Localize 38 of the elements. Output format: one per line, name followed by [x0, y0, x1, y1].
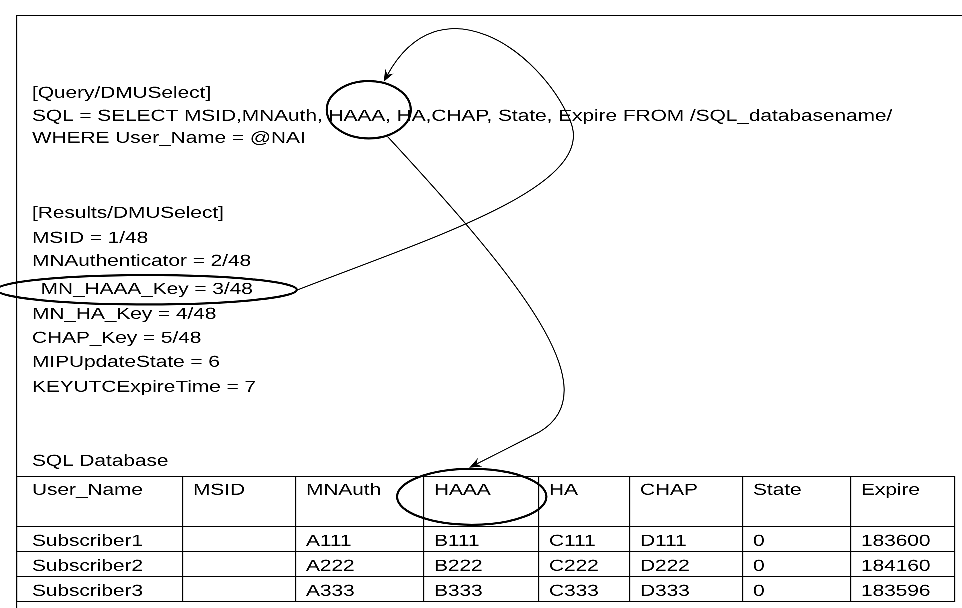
table-cell: D222: [642, 560, 689, 571]
table-cell: MNAuth: [308, 483, 380, 496]
table-cell: User_Name: [34, 484, 142, 498]
text-line: MSID = 1/48: [34, 231, 148, 244]
table-cell: 0: [754, 584, 764, 596]
text-line: KEYUTCExpireTime = 7: [34, 380, 256, 396]
table-cell: B333: [436, 584, 482, 596]
table-cell: C222: [550, 560, 598, 572]
table-cell: HAAA: [436, 484, 491, 495]
table-cell: A111: [306, 535, 351, 546]
table-cell: CHAP: [641, 484, 697, 496]
table-cell: 184160: [862, 560, 930, 572]
table-cell: 0: [754, 534, 764, 546]
text-line: CHAP_Key = 5/48: [33, 331, 201, 346]
curved-arrow: [298, 28, 574, 290]
section-heading: [Query/DMUSelect]: [34, 86, 210, 102]
table-cell: 0: [754, 560, 764, 572]
table-cell: C333: [550, 584, 598, 596]
highlight-ellipse: [396, 468, 548, 526]
table-cell: D333: [642, 584, 690, 596]
table-cell: Subscriber3: [33, 584, 142, 596]
table-cell: Subscriber1: [33, 534, 142, 546]
table-cell: B222: [436, 560, 482, 571]
table-cell: C111: [550, 534, 595, 546]
section-heading: SQL Database: [33, 454, 168, 470]
table-cell: 183600: [862, 534, 930, 546]
text-line: WHERE User_Name = @NAI: [32, 131, 304, 146]
table-cell: A222: [306, 560, 354, 571]
table-cell: Expire: [863, 483, 920, 498]
table-cell: 183596: [862, 584, 930, 596]
table-cell: A333: [306, 584, 354, 596]
curved-arrow: [387, 136, 565, 468]
table-cell: D111: [642, 535, 686, 546]
table-cell: Subscriber2: [33, 559, 142, 572]
table-cell: MSID: [195, 484, 244, 496]
table-cell: State: [754, 484, 801, 496]
section-heading: [Results/DMUSelect]: [34, 206, 223, 222]
text-line: MIPUpdateState = 6: [34, 355, 220, 370]
